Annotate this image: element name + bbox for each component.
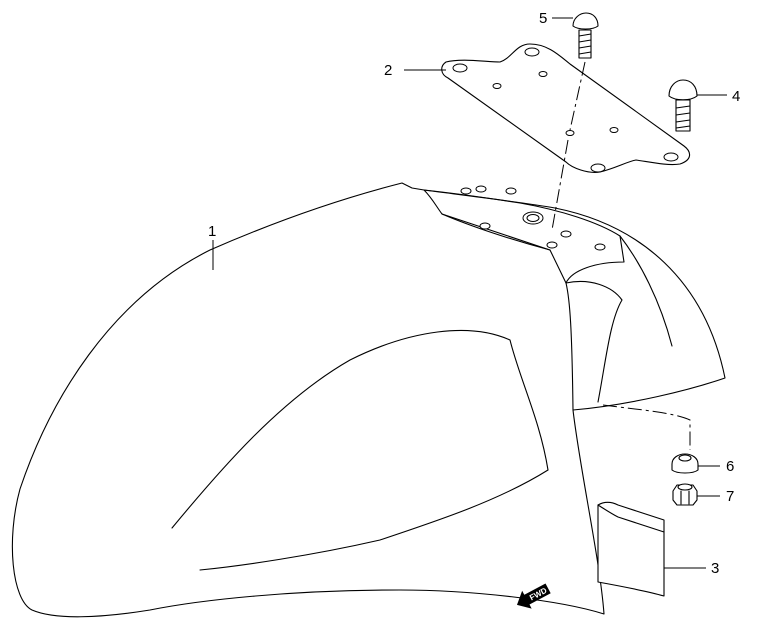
bolt-right [668, 79, 698, 132]
bolt-top [572, 12, 599, 59]
callout-5: 5 [539, 10, 547, 27]
nut [672, 483, 698, 506]
mud-flap [597, 501, 665, 597]
bolt-center-line [551, 61, 586, 231]
callout-1: 1 [208, 223, 216, 240]
grommet [671, 453, 699, 474]
callout-3: 3 [711, 560, 719, 577]
fender-bracket [441, 43, 691, 173]
callout-6: 6 [726, 458, 734, 475]
front-fender [11, 182, 726, 618]
grommet-center-line [602, 404, 691, 450]
callout-7: 7 [726, 488, 734, 505]
callout-4: 4 [732, 88, 740, 105]
callout-2: 2 [384, 62, 392, 79]
